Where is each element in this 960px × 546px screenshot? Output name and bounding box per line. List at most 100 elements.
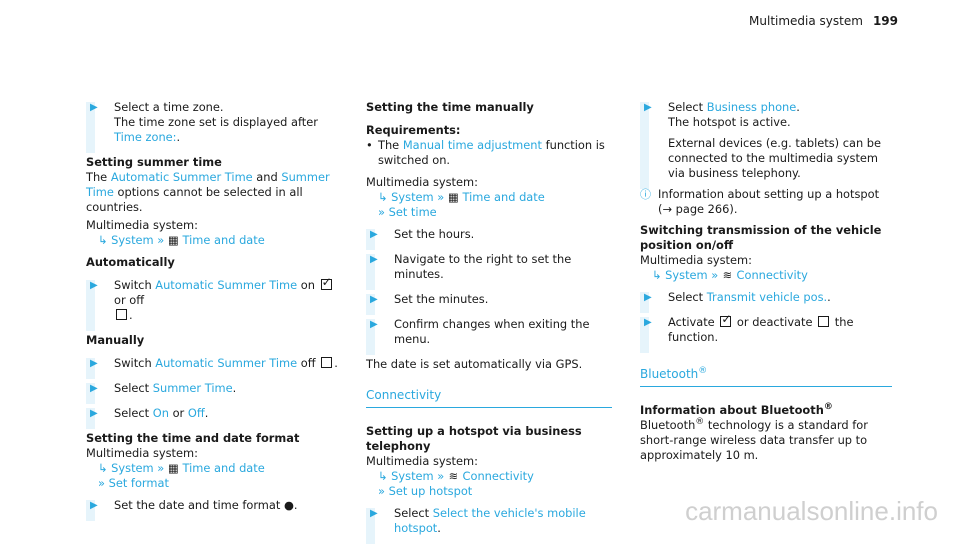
step-arrow-icon: ▶ xyxy=(90,500,98,511)
step-text: The time zone set is displayed after Tim… xyxy=(114,115,348,145)
info-icon: ⓘ xyxy=(640,188,651,201)
checkbox-empty-icon xyxy=(321,357,333,368)
step-manual-1: ▶ Switch Automatic Summer Time off . xyxy=(86,356,348,379)
text: Bluetooth xyxy=(640,418,696,432)
nav-time-date[interactable]: Time and date xyxy=(182,461,265,475)
nav-system[interactable]: System xyxy=(111,233,154,247)
nav-path: » Set time xyxy=(366,205,612,220)
text: or off xyxy=(114,293,145,307)
step-arrow-icon: ▶ xyxy=(644,102,652,113)
step-text: Select Business phone. xyxy=(668,100,892,115)
step-text: Select a time zone. xyxy=(114,100,224,114)
link-summer-time[interactable]: Summer Time xyxy=(152,381,233,395)
link-mobile-hotspot[interactable]: Select the vehicle's mobile hotspot xyxy=(394,506,586,535)
nav-connectivity[interactable]: Connectivity xyxy=(736,268,808,282)
text: Activate xyxy=(668,315,719,329)
wifi-icon: ≋ xyxy=(722,268,733,282)
nav-path: ↳ System » ▦ Time and date xyxy=(366,190,612,205)
text: The xyxy=(378,138,403,152)
link-business-phone[interactable]: Business phone xyxy=(706,100,797,114)
return-arrow-icon: ↳ xyxy=(378,190,388,204)
bullet: • xyxy=(366,138,373,152)
step-set-hours: ▶Set the hours. xyxy=(366,227,612,250)
step-manual-2: ▶ Select Summer Time. xyxy=(86,381,348,404)
heading-manual-time: Setting the time manually xyxy=(366,100,534,114)
step-arrow-icon: ▶ xyxy=(90,408,98,419)
step-text: Switch Automatic Summer Time off . xyxy=(114,356,338,370)
nav-time-date[interactable]: Time and date xyxy=(462,190,545,204)
nav-path: ↳ System » ≋ Connectivity xyxy=(366,469,612,484)
step-bar xyxy=(86,408,95,429)
nav-set-format[interactable]: Set format xyxy=(108,476,169,490)
mm-label: Multimedia system: xyxy=(640,253,752,267)
step-text: Select Select the vehicle's mobile hotsp… xyxy=(394,506,612,536)
step-text: Confirm changes when exiting the menu. xyxy=(394,317,590,346)
gps-note: The date is set automatically via GPS. xyxy=(366,357,583,371)
link-auto-summer[interactable]: Automatic Summer Time xyxy=(155,278,298,292)
text: . xyxy=(176,130,181,144)
step-confirm: ▶Confirm changes when exiting the menu. xyxy=(366,317,612,355)
step-text: . xyxy=(114,308,348,323)
step-transmit: ▶Select Transmit vehicle pos.. xyxy=(640,290,892,313)
step-bar xyxy=(86,500,95,521)
step-text: The hotspot is active. xyxy=(668,115,791,129)
step-text: Set the hours. xyxy=(394,227,475,241)
nav-setup-hotspot[interactable]: Set up hotspot xyxy=(388,484,473,498)
link-time-zone[interactable]: Time zone: xyxy=(114,130,177,144)
return-arrow-icon: ↳ xyxy=(652,268,662,282)
text: on xyxy=(297,278,319,292)
heading-hotspot: Setting up a hotspot via business teleph… xyxy=(366,424,582,453)
nav-system[interactable]: System xyxy=(111,461,154,475)
step-arrow-icon: ▶ xyxy=(370,508,378,519)
step-arrow-icon: ▶ xyxy=(90,280,98,291)
step-text: Select Transmit vehicle pos.. xyxy=(668,290,892,305)
watermark: carmanualsonline.info xyxy=(685,496,938,526)
forward-icon: » xyxy=(98,476,105,490)
step-set-minutes: ▶ Set the minutes. xyxy=(366,292,612,315)
step-text: Set the minutes. xyxy=(394,292,489,306)
nav-system[interactable]: System xyxy=(391,190,434,204)
text: function is switched on. xyxy=(378,138,605,167)
step-bar xyxy=(86,358,95,379)
text: options cannot be selected in all countr… xyxy=(86,185,303,214)
nav-system[interactable]: System xyxy=(391,469,434,483)
return-arrow-icon: ↳ xyxy=(378,469,388,483)
link-summer-time[interactable]: Summer Time xyxy=(86,170,330,199)
nav-system[interactable]: System xyxy=(665,268,708,282)
summer-text: The Automatic Summer Time and Summer Tim… xyxy=(86,170,348,215)
nav-connectivity[interactable]: Connectivity xyxy=(462,469,534,483)
text: Select xyxy=(394,506,433,520)
step-manual-3: ▶ Select On or Off. xyxy=(86,406,348,429)
link-auto-summer[interactable]: Automatic Summer Time xyxy=(110,170,253,184)
step-bar xyxy=(86,383,95,404)
step-bar xyxy=(86,102,95,153)
text: Select xyxy=(668,290,707,304)
link-off[interactable]: Off xyxy=(187,406,205,420)
step-text: Activate or deactivate the function. xyxy=(668,312,892,345)
link-manual-time[interactable]: Manual time adjustment xyxy=(402,138,542,152)
page-number: 199 xyxy=(872,14,898,28)
step-arrow-icon: ▶ xyxy=(90,358,98,369)
link-transmit-pos[interactable]: Transmit vehicle pos. xyxy=(706,290,828,304)
step-bar xyxy=(366,254,375,290)
heading-manually: Manually xyxy=(86,333,145,347)
nav-path: ↳ System » ▦ Time and date xyxy=(86,233,348,248)
link-on[interactable]: On xyxy=(152,406,169,420)
step-text: Select On or Off. xyxy=(114,406,209,420)
step-format: ▶ Set the date and time format ●. xyxy=(86,498,348,521)
step-arrow-icon: ▶ xyxy=(370,294,378,305)
step-bar xyxy=(640,102,649,189)
step-bar xyxy=(366,319,375,355)
nav-time-date[interactable]: Time and date xyxy=(182,233,265,247)
column-2: Setting the time manually Requirements: … xyxy=(366,100,612,546)
link-auto-summer[interactable]: Automatic Summer Time xyxy=(155,356,298,370)
step-arrow-icon: ▶ xyxy=(90,102,98,113)
nav-set-time[interactable]: Set time xyxy=(388,205,437,219)
step-bar xyxy=(640,292,649,313)
bluetooth-text: Bluetooth® technology is a standard for … xyxy=(640,418,892,463)
calendar-icon: ▦ xyxy=(168,233,179,247)
column-1: ▶ Select a time zone. The time zone set … xyxy=(86,100,348,523)
step-bar xyxy=(86,280,95,331)
